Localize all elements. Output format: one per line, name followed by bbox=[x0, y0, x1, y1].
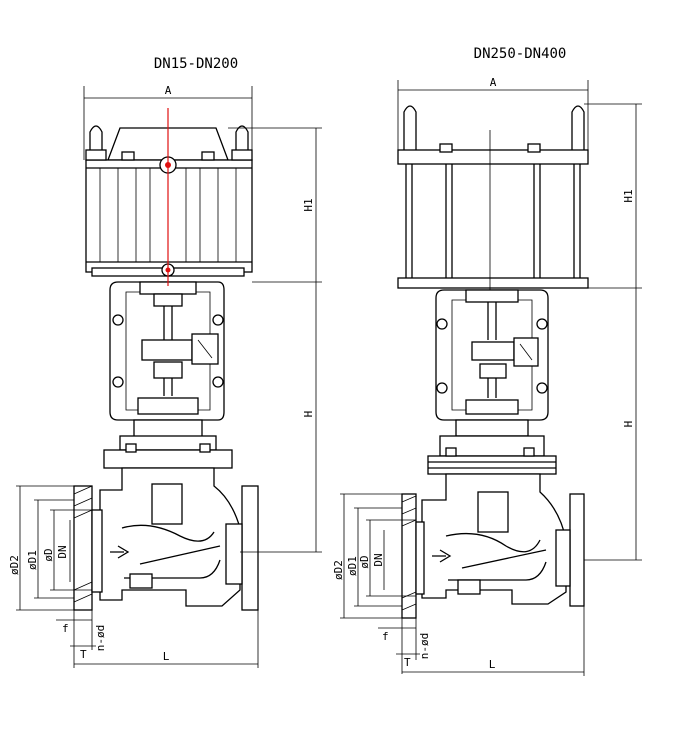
right-dim-d2-label: øD2 bbox=[332, 560, 345, 580]
left-diameter-dims: øD2 øD1 øD DN bbox=[8, 485, 92, 611]
left-dim-d-label: øD bbox=[42, 548, 55, 561]
right-valve-drawing: DN250-DN400 A bbox=[332, 46, 642, 676]
left-dim-d1-label: øD1 bbox=[26, 550, 39, 570]
left-dim-h-label: H bbox=[302, 411, 315, 418]
left-dim-dn-label: DN bbox=[56, 545, 69, 558]
left-title: DN15-DN200 bbox=[154, 56, 238, 72]
left-yoke bbox=[109, 281, 225, 421]
right-yoke bbox=[435, 289, 549, 421]
left-dim-a-label: A bbox=[165, 84, 172, 97]
right-actuator bbox=[397, 105, 589, 290]
right-dimension-h1-h: H1 H bbox=[584, 103, 642, 561]
right-dim-a-label: A bbox=[490, 76, 497, 89]
left-dim-d2-label: øD2 bbox=[8, 555, 21, 575]
right-diameter-dims: øD2 øD1 øD DN bbox=[332, 493, 416, 619]
left-dim-f-label: f bbox=[62, 622, 69, 635]
left-valve-body bbox=[73, 467, 259, 611]
left-dimension-h1-h: H1 H bbox=[228, 127, 322, 553]
right-dim-l-label: L bbox=[489, 658, 496, 671]
right-dim-t-label: T bbox=[404, 656, 411, 669]
left-dim-l-label: L bbox=[163, 650, 170, 663]
right-bottom-dims: f T n-ød L bbox=[378, 606, 585, 676]
left-actuator bbox=[85, 125, 253, 277]
right-dimension-a: A bbox=[397, 76, 589, 150]
right-dim-f-label: f bbox=[382, 630, 389, 643]
right-dim-d1-label: øD1 bbox=[346, 556, 359, 576]
right-bonnet bbox=[427, 419, 557, 475]
right-dim-d-label: øD bbox=[358, 555, 371, 568]
left-dim-nd-label: n-ød bbox=[94, 625, 107, 652]
left-dimension-a: A bbox=[83, 84, 253, 160]
right-dim-nd-label: n-ød bbox=[418, 633, 431, 660]
left-valve-drawing: DN15-DN200 A bbox=[8, 56, 322, 668]
left-dim-t-label: T bbox=[80, 648, 87, 661]
right-dim-h1-label: H1 bbox=[622, 189, 635, 202]
right-valve-body bbox=[401, 473, 585, 619]
right-title: DN250-DN400 bbox=[474, 46, 567, 62]
right-dim-h-label: H bbox=[622, 421, 635, 428]
left-dim-h1-label: H1 bbox=[302, 198, 315, 211]
right-dim-dn-label: DN bbox=[372, 553, 385, 566]
left-bonnet bbox=[103, 419, 233, 469]
left-bottom-dims: f T n-ød L bbox=[56, 610, 259, 668]
